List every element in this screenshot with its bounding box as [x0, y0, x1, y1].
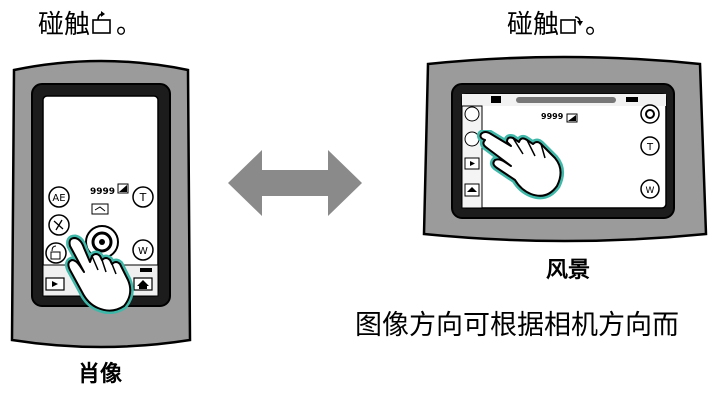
camera-mode-icon — [491, 96, 501, 103]
landscape-instruction-end: 。 — [585, 10, 612, 40]
rotate-left-icon — [92, 11, 111, 34]
landscape-wide-label: W — [646, 186, 655, 196]
battery-icon — [626, 97, 638, 102]
ae-button — [48, 186, 70, 208]
portrait-instruction: 碰触。 — [38, 10, 142, 40]
scene-icon — [91, 203, 109, 215]
landscape-shots-remaining: 9999 — [541, 112, 563, 121]
landscape-tele-label: T — [646, 142, 654, 153]
portrait-controls: AE T W — [45, 183, 154, 291]
landscape-tele-button — [640, 136, 660, 156]
portrait-shots-remaining: 9999 — [90, 187, 115, 197]
portrait-instruction-text: 碰触 — [38, 10, 91, 40]
landscape-hand-icon — [477, 130, 564, 200]
wide-label: W — [138, 246, 148, 257]
portrait-label: 肖像 — [78, 362, 123, 387]
tele-button — [132, 186, 154, 208]
landscape-storage-icon — [568, 115, 576, 121]
portrait-shots-count: 9999 — [90, 187, 116, 197]
double-arrow-icon — [228, 150, 362, 216]
landscape-self-timer-button — [464, 106, 480, 122]
landscape-shutter-button — [640, 104, 660, 124]
orientation-description: 图像方向可根据相机方向而 — [355, 310, 679, 341]
rotate-right-icon — [560, 16, 584, 34]
landscape-shots-count: 9999 — [541, 112, 564, 121]
portrait-instruction-end: 。 — [116, 10, 143, 40]
ae-label: AE — [52, 193, 65, 204]
storage-icon — [119, 185, 127, 192]
portrait-hand-icon — [64, 234, 134, 314]
landscape-wide-button — [640, 179, 660, 199]
tele-label: T — [139, 191, 147, 204]
wide-button — [132, 239, 154, 261]
landscape-instruction-text: 碰触 — [507, 10, 560, 40]
landscape-instruction: 碰触。 — [507, 10, 611, 40]
landscape-label: 风景 — [546, 258, 591, 283]
